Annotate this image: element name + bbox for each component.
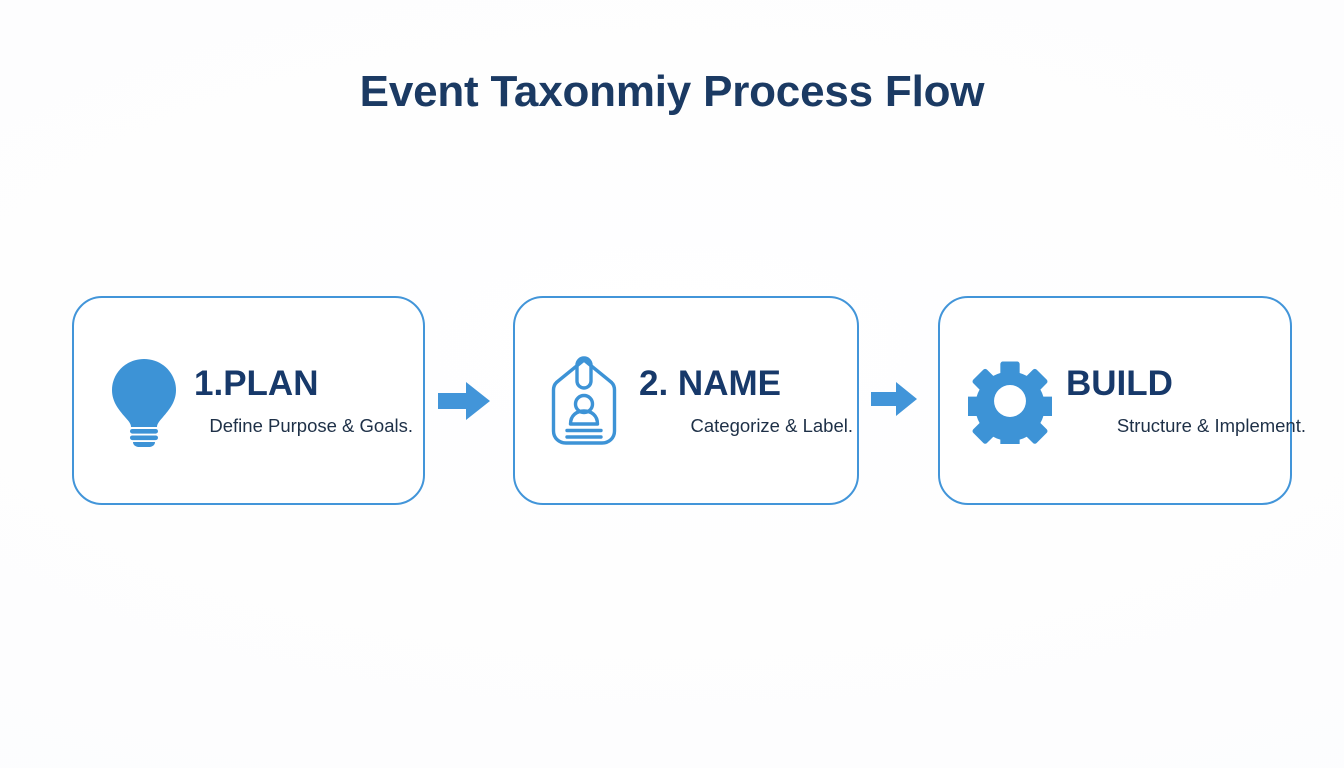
step-card-build[interactable]: BUILD Structure & Implement. (938, 296, 1306, 505)
step-text-block: 2. NAME Categorize & Label. (631, 366, 857, 436)
step-subtitle: Categorize & Label. (690, 414, 854, 436)
step-card-content: 2. NAME Categorize & Label. (515, 355, 857, 447)
step-text-block: 1.PLAN Define Purpose & Goals. (192, 366, 423, 436)
id-badge-tag-icon (543, 355, 625, 447)
step-subtitle: Structure & Implement. (1116, 414, 1306, 436)
process-flow-steps-row: 1.PLAN Define Purpose & Goals. (72, 296, 1306, 508)
step-card-content: BUILD Structure & Implement. (940, 355, 1306, 447)
arrow-right-icon (438, 382, 490, 425)
lightbulb-icon (102, 355, 186, 447)
step-heading: BUILD (1066, 363, 1173, 403)
step-heading: 1.PLAN (194, 363, 319, 403)
arrow-right-icon (871, 382, 917, 421)
step-subtitle: Define Purpose & Goals. (209, 414, 413, 436)
step-card-plan[interactable]: 1.PLAN Define Purpose & Goals. (72, 296, 425, 505)
gear-icon (968, 355, 1052, 447)
step-heading: 2. NAME (639, 363, 781, 403)
step-card-content: 1.PLAN Define Purpose & Goals. (74, 355, 423, 447)
page-title: Event Taxonmiy Process Flow (359, 67, 985, 116)
step-text-block: BUILD Structure & Implement. (1058, 363, 1306, 436)
step-card-name[interactable]: 2. NAME Categorize & Label. (513, 296, 859, 505)
